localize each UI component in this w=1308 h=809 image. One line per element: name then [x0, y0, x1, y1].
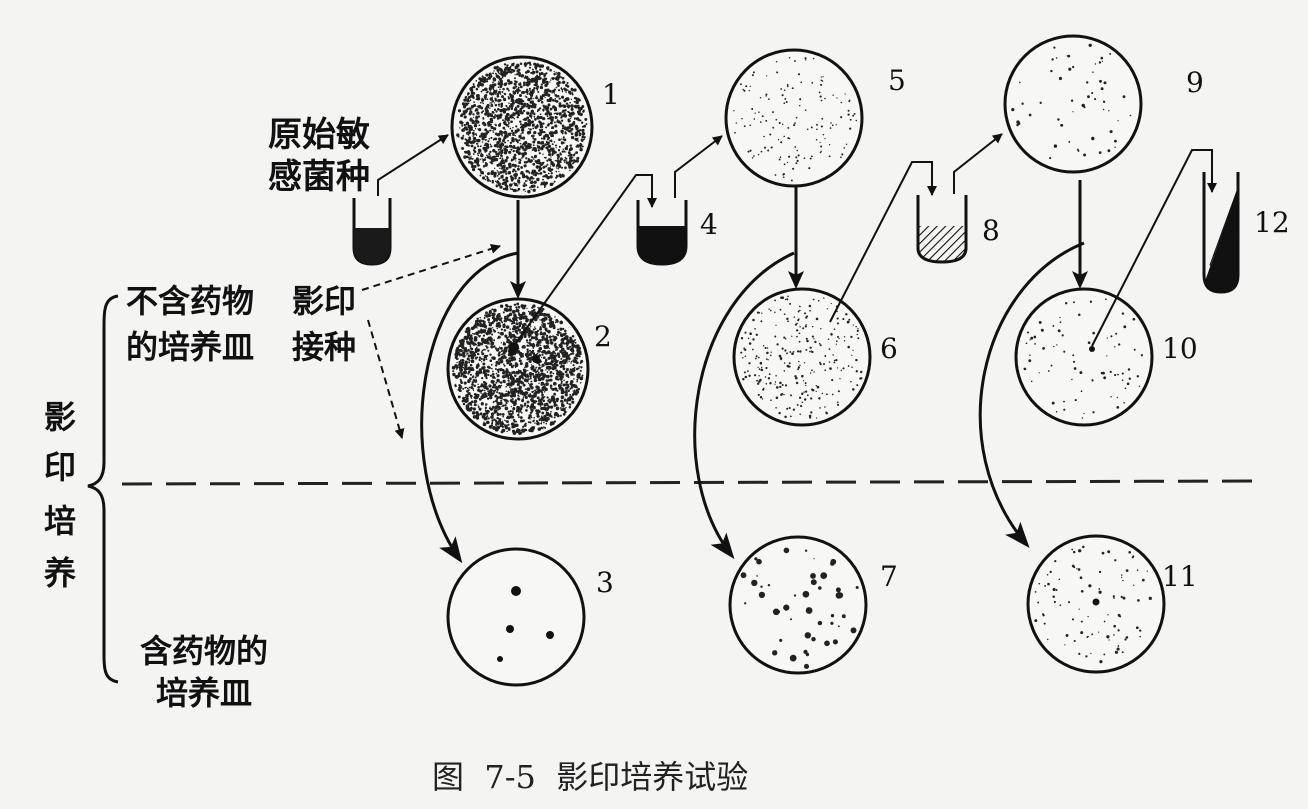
replica-dashed-arrows — [361, 243, 501, 439]
original-strain-label-line1: 原始敏 — [268, 115, 370, 155]
petri-dish-2 — [446, 297, 590, 441]
number-5: 5 — [888, 64, 906, 97]
down-arrows — [510, 180, 1088, 299]
side-label-char2: 印 — [44, 448, 76, 486]
number-11: 11 — [1162, 560, 1198, 593]
figure-caption: 图 7-5 影印培养试验 — [432, 758, 748, 796]
number-3: 3 — [596, 566, 614, 599]
petri-dish-5 — [724, 48, 864, 188]
transfer-arrows — [377, 133, 1217, 347]
petri-dish-10 — [1014, 287, 1154, 427]
arrow-strain-to-plate1 — [377, 134, 449, 196]
arrow-plate2-to-tube4 — [515, 174, 657, 344]
arrow-tube8-to-plate9 — [953, 133, 1003, 194]
arrow-plate10-to-tube12 — [1091, 149, 1217, 347]
petri-dish-7 — [728, 535, 868, 675]
side-label-char1: 影 — [44, 398, 76, 436]
original-strain-label-line2: 感菌种 — [268, 157, 370, 197]
arrow-plate6-to-tube8 — [829, 161, 937, 323]
number-1: 1 — [602, 78, 620, 111]
petri-dish-9 — [1003, 34, 1143, 174]
side-label-char3: 培 — [44, 502, 76, 540]
separator-dashed-line — [121, 479, 1261, 486]
test-tube-8 — [916, 195, 968, 264]
drug-plate-label-line1: 含药物的 — [140, 632, 268, 670]
number-7: 7 — [880, 560, 898, 593]
replica-inoculation-label-line2: 接种 — [292, 328, 356, 366]
number-8: 8 — [982, 214, 1000, 247]
no-drug-plate-label-line1: 不含药物 — [126, 282, 254, 320]
number-6: 6 — [880, 332, 898, 365]
side-bracket — [87, 294, 119, 684]
arrow-tube4-to-plate5 — [674, 135, 723, 198]
replica-curved-arrows — [420, 241, 1085, 564]
no-drug-plate-label-line2: 的培养皿 — [126, 328, 254, 366]
side-label-char4: 养 — [44, 554, 76, 592]
petri-dish-1 — [450, 55, 594, 199]
test-tube-12 — [1202, 172, 1240, 294]
number-9: 9 — [1186, 66, 1204, 99]
drug-plate-label-line2: 培养皿 — [156, 674, 252, 712]
petri-dishes — [446, 34, 1166, 687]
number-4: 4 — [700, 208, 718, 241]
replica-inoculation-label-line1: 影印 — [292, 282, 356, 320]
test-tube-original — [352, 198, 392, 266]
petri-dish-11 — [1026, 534, 1166, 674]
petri-dish-6 — [732, 287, 872, 427]
petri-dish-3 — [446, 547, 586, 687]
number-12: 12 — [1254, 206, 1290, 239]
number-10: 10 — [1162, 332, 1198, 365]
test-tube-4 — [636, 200, 688, 266]
number-2: 2 — [594, 320, 612, 353]
